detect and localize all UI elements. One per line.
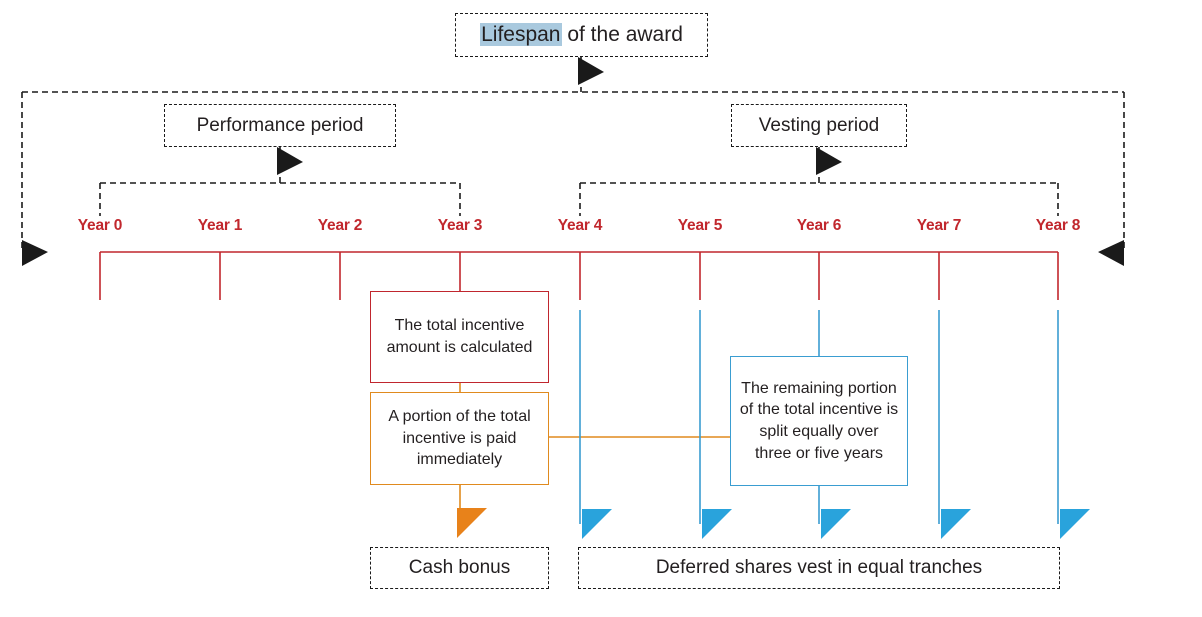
performance-bracket — [99, 147, 461, 216]
year-label-2: Year 2 — [317, 217, 363, 234]
year-label-7: Year 7 — [916, 217, 962, 234]
note-portion-paid-immediately-text: A portion of the total incentive is paid… — [388, 408, 531, 469]
outcome-deferred-shares-label: Deferred shares vest in equal tranches — [655, 557, 983, 578]
note-portion-paid-immediately: A portion of the total incentive is paid… — [370, 392, 549, 485]
year-label-1: Year 1 — [197, 217, 243, 234]
title-stem — [578, 57, 604, 92]
note-total-incentive-calculated: The total incentive amount is calculated — [370, 291, 549, 383]
lifespan-title-rest: of the award — [561, 23, 683, 46]
lifespan-title-text: Lifespan of the award — [480, 23, 683, 47]
performance-period-box: Performance period — [164, 104, 396, 147]
lifespan-highlight: Lifespan — [480, 23, 562, 46]
year-label-0: Year 0 — [77, 217, 123, 234]
vesting-bracket — [579, 147, 1059, 216]
note-remaining-split-equally-text: The remaining portion of the total incen… — [739, 379, 899, 462]
year-label-5: Year 5 — [677, 217, 723, 234]
year-label-3: Year 3 — [437, 217, 483, 234]
note-remaining-split-equally: The remaining portion of the total incen… — [730, 356, 908, 486]
year-label-8: Year 8 — [1035, 217, 1081, 234]
outcome-cash-bonus-label: Cash bonus — [408, 557, 511, 578]
note-total-incentive-calculated-text: The total incentive amount is calculated — [386, 317, 533, 356]
vesting-period-label: Vesting period — [758, 114, 880, 136]
outcome-deferred-shares-box: Deferred shares vest in equal tranches — [578, 547, 1060, 589]
lifespan-title-box: Lifespan of the award — [455, 13, 708, 57]
year-label-4: Year 4 — [557, 217, 603, 234]
year-label-6: Year 6 — [796, 217, 842, 234]
vesting-period-box: Vesting period — [731, 104, 907, 147]
performance-period-label: Performance period — [196, 114, 364, 136]
outcome-cash-bonus-box: Cash bonus — [370, 547, 549, 589]
timeline-axis — [99, 251, 1059, 300]
